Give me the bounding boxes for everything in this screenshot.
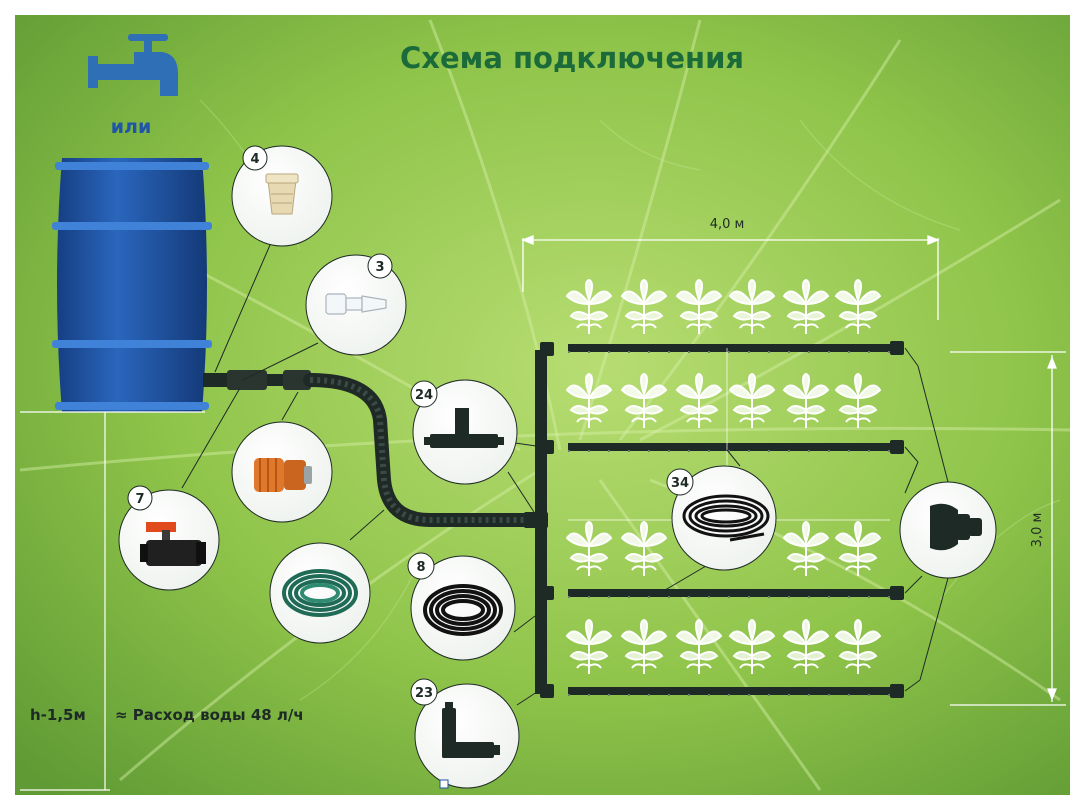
part-7-callout: 7 bbox=[118, 485, 220, 591]
plant-icon bbox=[728, 618, 776, 674]
orange-connector-callout bbox=[231, 421, 333, 523]
plant-icon bbox=[675, 618, 723, 674]
plant-icon bbox=[620, 278, 668, 334]
plant-icon bbox=[620, 520, 668, 576]
drip-line-row bbox=[568, 586, 904, 600]
plant-icon bbox=[565, 520, 613, 576]
plant-icon bbox=[675, 278, 723, 334]
plant-icon bbox=[834, 618, 882, 674]
height-dimension-label: 3,0 м bbox=[1030, 513, 1045, 548]
water-tap-icon bbox=[88, 34, 178, 96]
plant-icon bbox=[834, 278, 882, 334]
orange-connector-icon bbox=[254, 458, 312, 492]
height-indicator bbox=[20, 411, 205, 791]
plant-icon bbox=[565, 372, 613, 428]
drip-line-row bbox=[568, 440, 904, 454]
hose-adapter-icon bbox=[265, 173, 299, 215]
plant-icon bbox=[565, 278, 613, 334]
width-dimension-label: 4,0 м bbox=[710, 217, 745, 232]
ball-valve-icon bbox=[140, 522, 206, 566]
part-24-callout: 24 bbox=[410, 379, 518, 485]
barrel-outlet-fittings bbox=[203, 370, 311, 390]
plant-icon bbox=[782, 372, 830, 428]
part-8-number: 8 bbox=[416, 560, 425, 575]
water-barrel bbox=[52, 158, 212, 412]
part-3-number: 3 bbox=[375, 260, 384, 275]
plant-icon bbox=[782, 520, 830, 576]
part-23-callout: 23 bbox=[410, 678, 520, 789]
part-34-number: 34 bbox=[671, 476, 689, 491]
page-title: Схема подключения bbox=[400, 41, 744, 75]
plant-icon bbox=[834, 372, 882, 428]
end-plug-callout bbox=[899, 481, 997, 579]
elbow-connector-icon bbox=[442, 702, 500, 758]
part-23-number: 23 bbox=[415, 686, 433, 701]
plant-icon bbox=[782, 278, 830, 334]
clear-adapter-icon bbox=[325, 293, 387, 315]
plant-icon bbox=[675, 372, 723, 428]
plant-icon bbox=[620, 372, 668, 428]
source-alternative-label: или bbox=[111, 116, 152, 138]
part-8-callout: 8 bbox=[407, 552, 516, 661]
height-dimension bbox=[950, 351, 1066, 706]
plant-icon bbox=[565, 618, 613, 674]
flow-rate-label: ≈ Расход воды 48 л/ч bbox=[115, 706, 304, 724]
drip-tube-coil-icon bbox=[682, 494, 770, 542]
part-34-callout: 34 bbox=[666, 465, 777, 571]
part-3-callout: 3 bbox=[305, 253, 407, 356]
plant-icon bbox=[728, 372, 776, 428]
end-plug-icon bbox=[930, 503, 982, 551]
width-dimension bbox=[521, 235, 940, 320]
plant-icon bbox=[782, 618, 830, 674]
plant-icon bbox=[620, 618, 668, 674]
part-4-callout: 4 bbox=[231, 145, 333, 247]
drip-line-row bbox=[568, 341, 904, 355]
drip-line-row bbox=[568, 684, 904, 698]
tee-connector-icon bbox=[424, 408, 504, 448]
green-hose-callout bbox=[269, 542, 371, 644]
part-24-number: 24 bbox=[415, 388, 433, 403]
plant-icon bbox=[728, 278, 776, 334]
height-label: h-1,5м bbox=[30, 706, 86, 724]
plant-rows bbox=[565, 278, 882, 674]
part-4-number: 4 bbox=[250, 152, 259, 167]
plant-icon bbox=[834, 520, 882, 576]
black-tube-coil-icon bbox=[423, 584, 503, 636]
leader-lines bbox=[181, 244, 949, 706]
green-hose-coil-icon bbox=[282, 569, 358, 617]
distribution-header bbox=[524, 342, 554, 698]
part-7-number: 7 bbox=[135, 492, 144, 507]
